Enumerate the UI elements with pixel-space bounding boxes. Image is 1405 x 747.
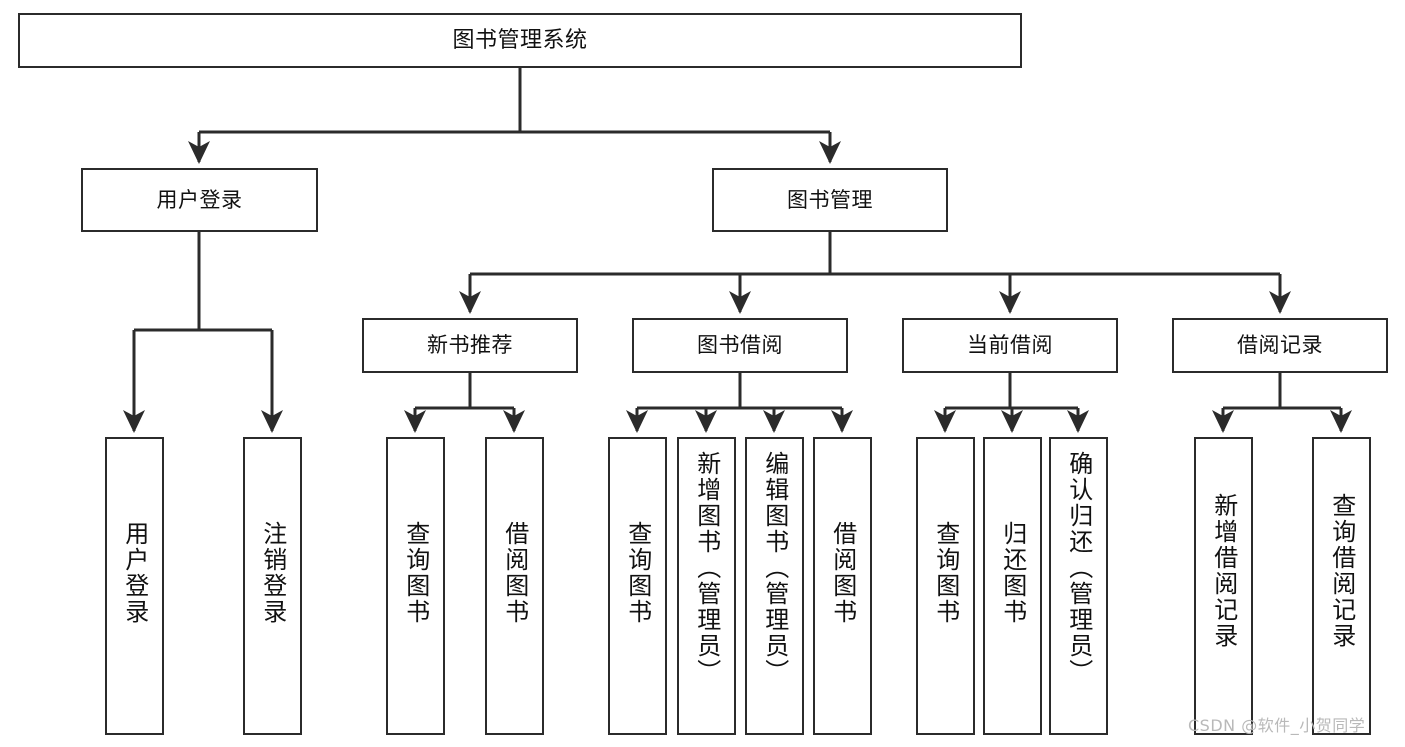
node-label: 新增借阅记录 bbox=[1209, 493, 1238, 649]
node-label: 图书管理系统 bbox=[452, 27, 588, 53]
node-label: 确认归还（管理员） bbox=[1064, 451, 1093, 685]
node-label: 注销登录 bbox=[258, 521, 287, 625]
node-label: 当前借阅 bbox=[967, 333, 1053, 358]
node-leaf-bookborrow-borrow[interactable]: 借阅图书 bbox=[813, 437, 872, 735]
node-label: 图书管理 bbox=[787, 187, 873, 212]
node-borrow-record[interactable]: 借阅记录 bbox=[1172, 318, 1388, 373]
node-label: 查询借阅记录 bbox=[1327, 493, 1356, 649]
node-label: 借阅图书 bbox=[828, 521, 857, 625]
node-label: 查询图书 bbox=[623, 521, 652, 625]
node-label: 归还图书 bbox=[998, 521, 1027, 625]
node-leaf-bookborrow-query[interactable]: 查询图书 bbox=[608, 437, 667, 735]
node-label: 查询图书 bbox=[931, 521, 960, 625]
node-user-login[interactable]: 用户登录 bbox=[81, 168, 318, 232]
node-leaf-bookborrow-add[interactable]: 新增图书（管理员） bbox=[677, 437, 736, 735]
node-root-system[interactable]: 图书管理系统 bbox=[18, 13, 1022, 68]
node-new-book-recommend[interactable]: 新书推荐 bbox=[362, 318, 578, 373]
node-label: 借阅图书 bbox=[500, 521, 529, 625]
watermark: CSDN @软件_小贺同学 bbox=[1188, 716, 1366, 735]
node-leaf-logout[interactable]: 注销登录 bbox=[243, 437, 302, 735]
node-label: 查询图书 bbox=[401, 521, 430, 625]
node-leaf-user-login[interactable]: 用户登录 bbox=[105, 437, 164, 735]
node-book-management[interactable]: 图书管理 bbox=[712, 168, 948, 232]
node-leaf-currentborrow-return[interactable]: 归还图书 bbox=[983, 437, 1042, 735]
node-leaf-newbook-query[interactable]: 查询图书 bbox=[386, 437, 445, 735]
node-leaf-currentborrow-query[interactable]: 查询图书 bbox=[916, 437, 975, 735]
node-label: 用户登录 bbox=[156, 187, 243, 212]
node-leaf-currentborrow-confirm[interactable]: 确认归还（管理员） bbox=[1049, 437, 1108, 735]
node-book-borrow[interactable]: 图书借阅 bbox=[632, 318, 848, 373]
node-label: 编辑图书（管理员） bbox=[760, 451, 789, 685]
node-label: 图书借阅 bbox=[697, 333, 783, 358]
node-leaf-borrowrecord-query[interactable]: 查询借阅记录 bbox=[1312, 437, 1371, 735]
node-label: 新增图书（管理员） bbox=[692, 451, 721, 685]
node-leaf-bookborrow-edit[interactable]: 编辑图书（管理员） bbox=[745, 437, 804, 735]
node-label: 新书推荐 bbox=[427, 333, 513, 358]
node-leaf-borrowrecord-add[interactable]: 新增借阅记录 bbox=[1194, 437, 1253, 735]
node-label: 借阅记录 bbox=[1237, 333, 1323, 358]
node-label: 用户登录 bbox=[120, 521, 149, 625]
node-current-borrow[interactable]: 当前借阅 bbox=[902, 318, 1118, 373]
node-leaf-newbook-borrow[interactable]: 借阅图书 bbox=[485, 437, 544, 735]
